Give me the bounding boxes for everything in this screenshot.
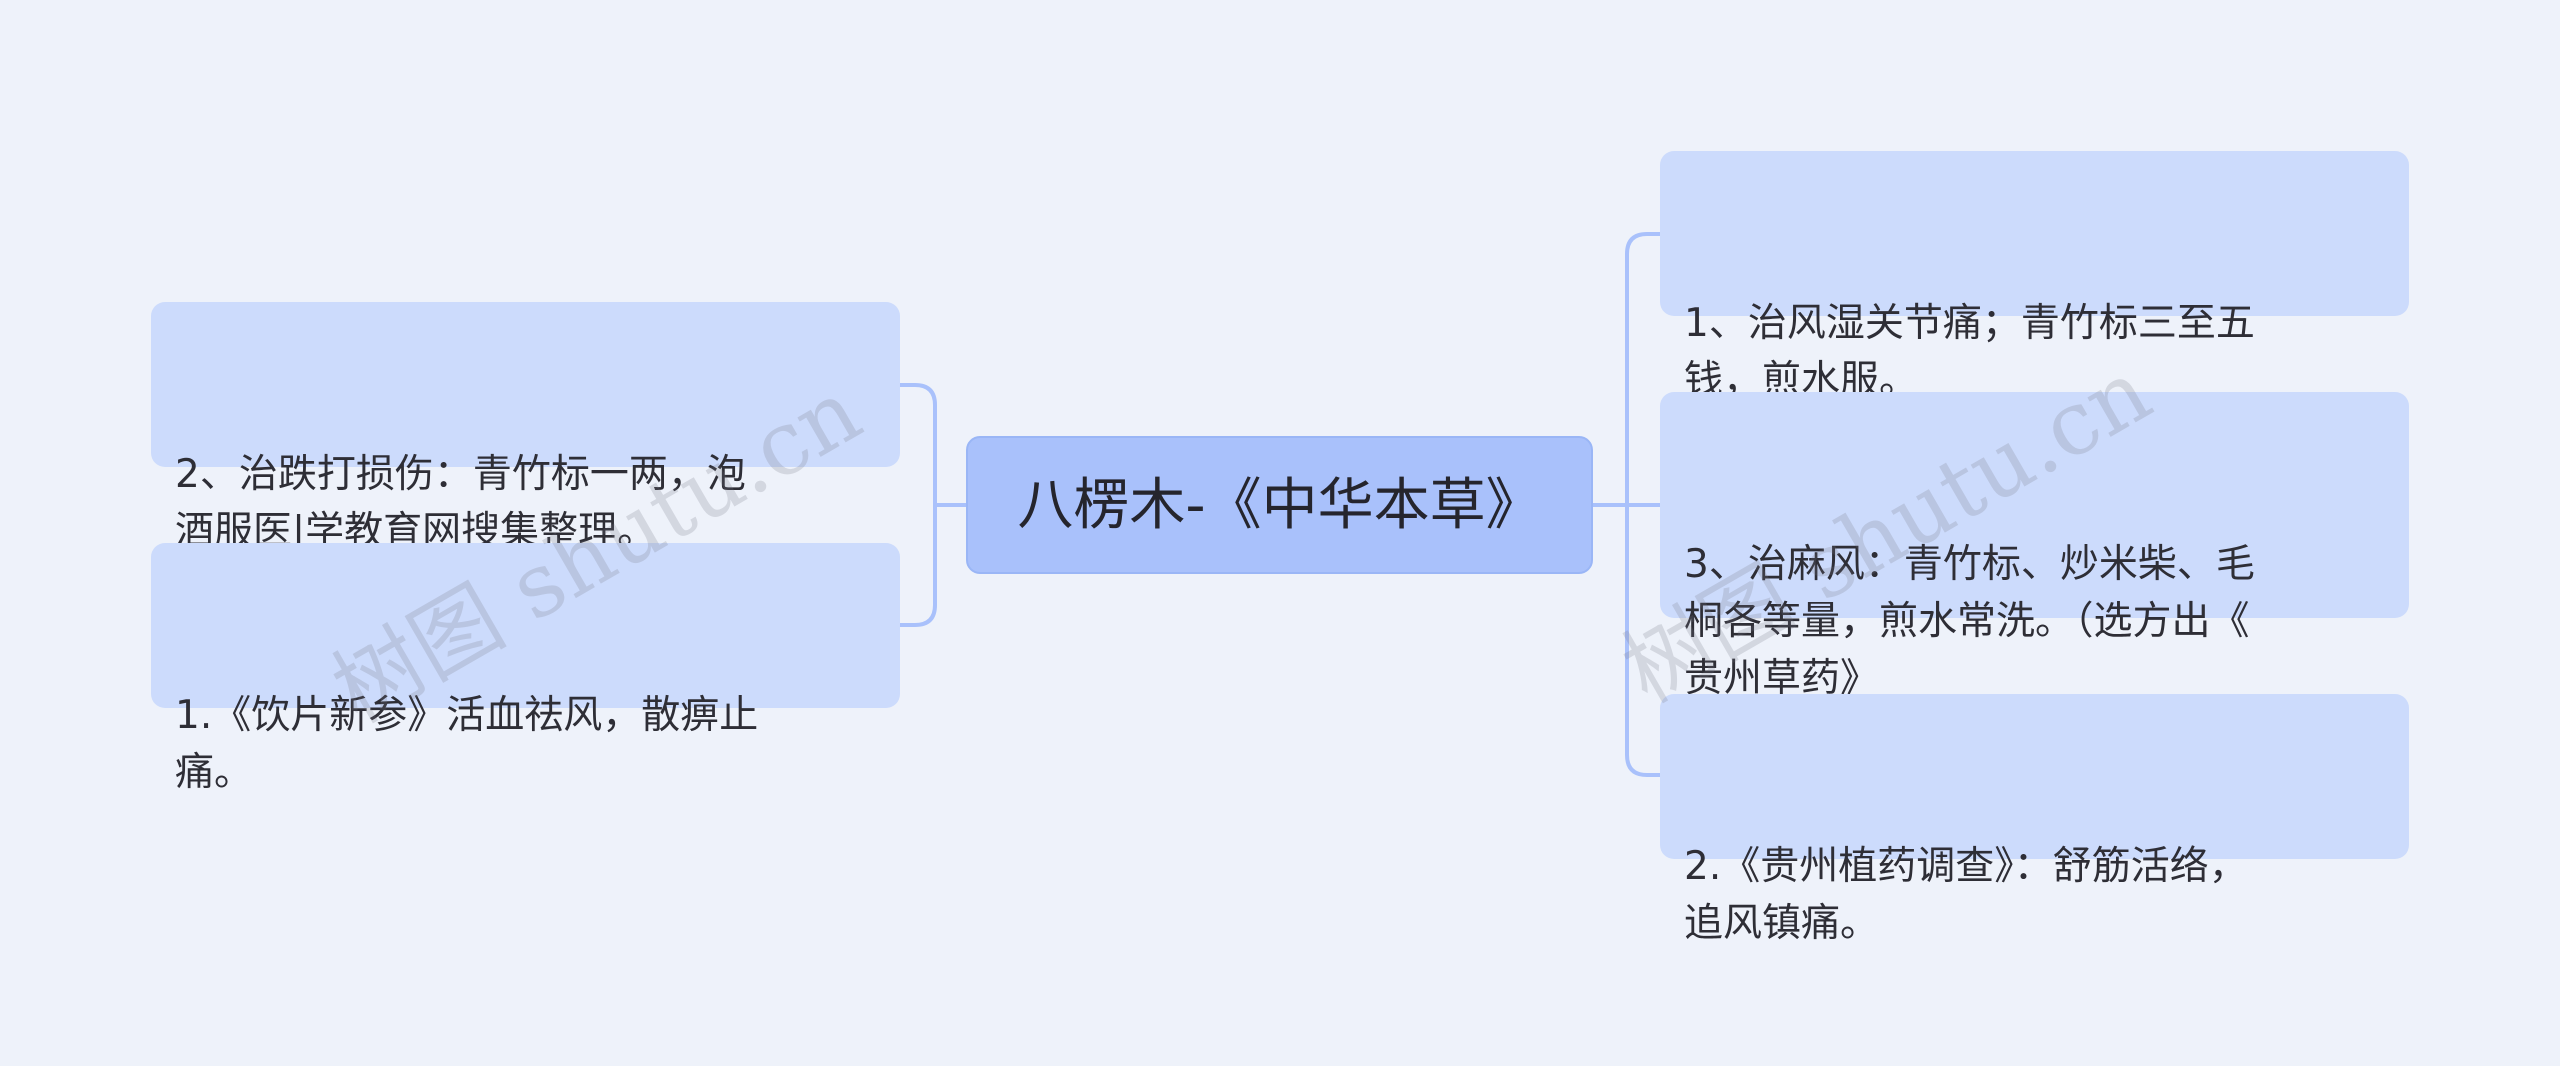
root-node[interactable]: 八楞木-《中华本草》 [966, 436, 1593, 574]
mindmap-canvas: 八楞木-《中华本草》 2、治跌打损伤：青竹标一两，泡 酒服医|学教育网搜集整理。… [151, 151, 2409, 946]
connector-left-branch-2 [898, 503, 937, 627]
connector-left-branch-1 [898, 383, 937, 507]
right-branch-label-3: 2.《贵州植药调查》：舒筋活络， 追风镇痛。 [1684, 844, 2248, 946]
connector-right-branch-3 [1625, 503, 1662, 777]
right-branch-node-1[interactable]: 1、治风湿关节痛；青竹标三至五 钱，煎水服。 [1660, 151, 2409, 403]
right-branch-label-2: 3、治麻风：青竹标、炒米柴、毛 桐各等量，煎水常洗。（选方出《 贵州草药》 [1684, 542, 2255, 701]
left-branch-label-2: 1.《饮片新参》活血祛风，散痹止 痛。 [175, 693, 759, 795]
left-branch-node-1[interactable]: 2、治跌打损伤：青竹标一两，泡 酒服医|学教育网搜集整理。 [151, 302, 900, 554]
left-branch-node-2[interactable]: 1.《饮片新参》活血祛风，散痹止 痛。 [151, 543, 900, 795]
right-branch-node-3[interactable]: 2.《贵州植药调查》：舒筋活络， 追风镇痛。 [1660, 694, 2409, 946]
right-branch-node-2[interactable]: 3、治麻风：青竹标、炒米柴、毛 桐各等量，煎水常洗。（选方出《 贵州草药》 [1660, 392, 2409, 701]
right-branch-label-1: 1、治风湿关节痛；青竹标三至五 钱，煎水服。 [1684, 301, 2255, 403]
root-node-label: 八楞木-《中华本草》 [1017, 473, 1542, 538]
connector-lines [898, 232, 1662, 777]
connector-right-branch-1 [1625, 232, 1662, 507]
